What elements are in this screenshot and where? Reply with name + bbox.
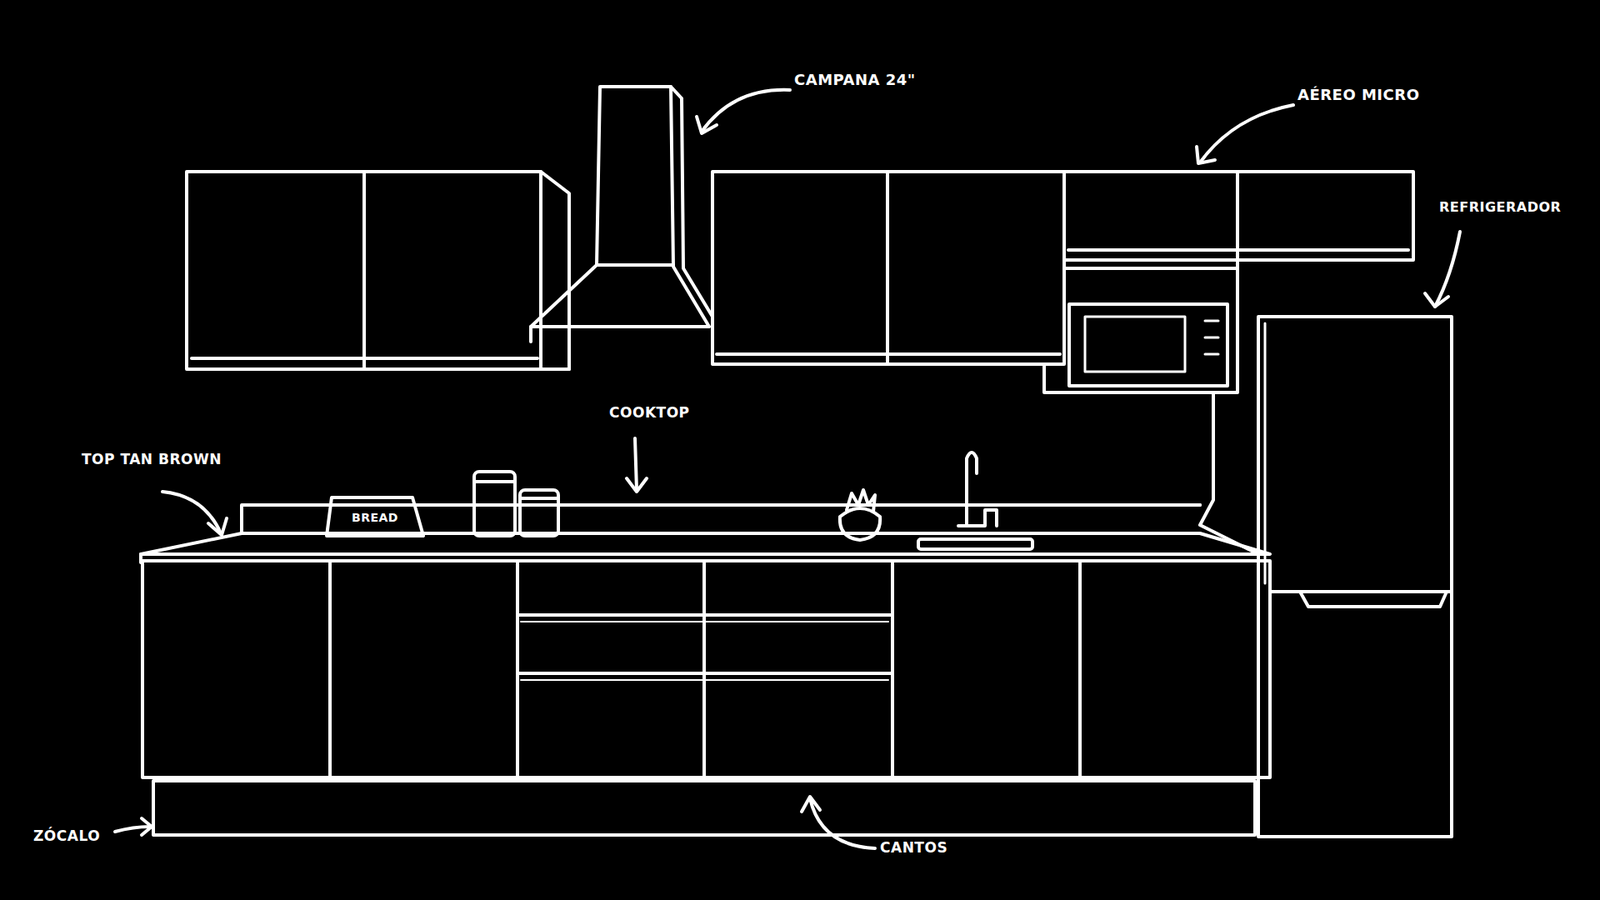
edge-label: CANTOS (880, 840, 948, 857)
fridge-label: REFRIGERADOR (1439, 200, 1561, 215)
plinth-label: ZÓCALO (33, 828, 100, 845)
wall-cabinet-label: AÉREO MICRO (1297, 86, 1420, 105)
bread-box-label: BREAD (351, 510, 399, 525)
countertop-label: TOP TAN BROWN (81, 451, 222, 469)
hood-label: CAMPANA 24" (794, 71, 916, 90)
cooktop-label: COOKTOP (609, 405, 690, 422)
